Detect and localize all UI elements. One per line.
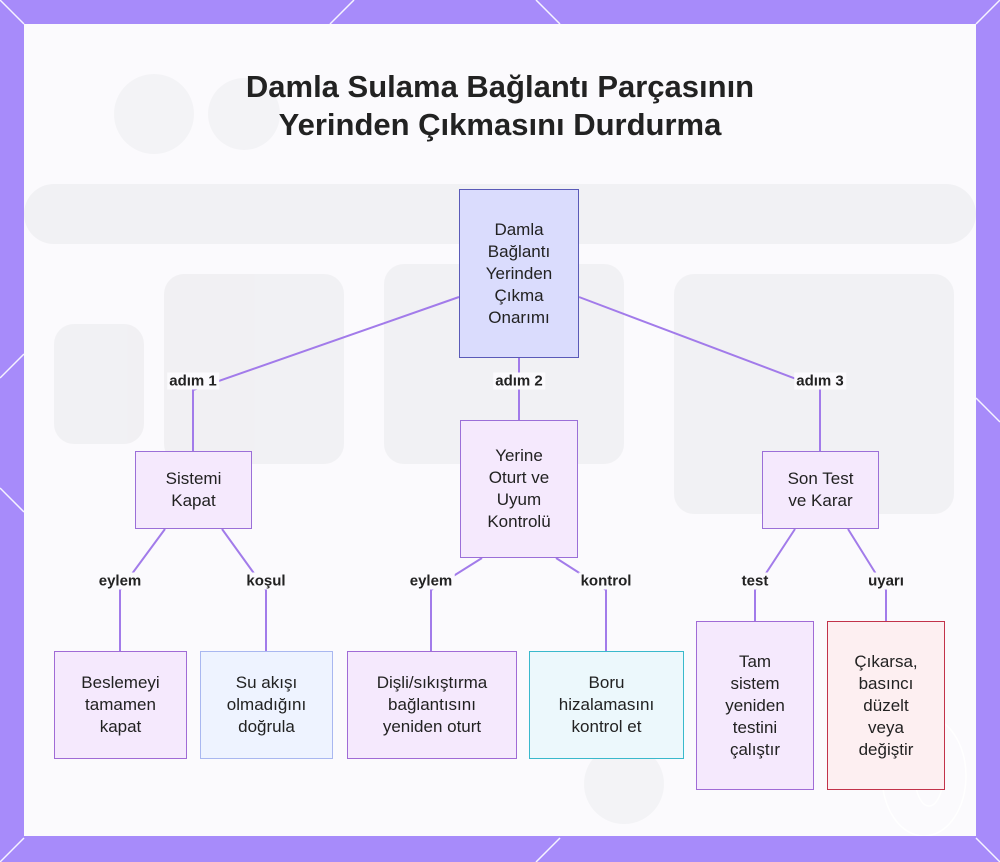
- edge-label-eylem-2: eylem: [407, 572, 455, 590]
- node-step-1: Sistemi Kapat: [135, 451, 252, 529]
- edge-root-step1: [192, 296, 460, 451]
- edge-step1-leaf1: [119, 528, 166, 651]
- title-line-2: Yerinden Çıkmasını Durdurma: [278, 107, 722, 142]
- edge-label-uyari: uyarı: [866, 572, 906, 590]
- edge-label-adim-3: adım 3: [794, 372, 846, 390]
- edge-step2-leaf3: [430, 557, 483, 651]
- edge-label-kontrol: kontrol: [578, 572, 634, 590]
- edge-label-kosul: koşul: [244, 572, 288, 590]
- node-leaf-boru: Boru hizalamasını kontrol et: [529, 651, 684, 759]
- edge-label-adim-1: adım 1: [167, 372, 219, 390]
- edge-label-eylem-1: eylem: [96, 572, 144, 590]
- edge-root-step3: [578, 296, 821, 451]
- edge-label-test: test: [739, 572, 771, 590]
- node-leaf-cikarsa: Çıkarsa, basıncı düzelt veya değiştir: [827, 621, 945, 790]
- node-leaf-besleme: Beslemeyi tamamen kapat: [54, 651, 187, 759]
- node-step-2: Yerine Oturt ve Uyum Kontrolü: [460, 420, 578, 558]
- node-root: Damla Bağlantı Yerinden Çıkma Onarımı: [459, 189, 579, 358]
- edge-label-adim-2: adım 2: [493, 372, 545, 390]
- node-step-3: Son Test ve Karar: [762, 451, 879, 529]
- node-leaf-disli: Dişli/sıkıştırma bağlantısını yeniden ot…: [347, 651, 517, 759]
- diagram-title: Damla Sulama Bağlantı Parçasının Yerinde…: [0, 68, 1000, 144]
- edge-step2-leaf4: [555, 557, 607, 651]
- node-leaf-tam-sistem: Tam sistem yeniden testini çalıştır: [696, 621, 814, 790]
- edge-step3-leaf5: [754, 528, 796, 621]
- edge-step3-leaf6: [847, 528, 887, 621]
- title-line-1: Damla Sulama Bağlantı Parçasının: [245, 69, 755, 104]
- node-leaf-su-akisi: Su akışı olmadığını doğrula: [200, 651, 333, 759]
- edge-step1-leaf2: [221, 528, 267, 651]
